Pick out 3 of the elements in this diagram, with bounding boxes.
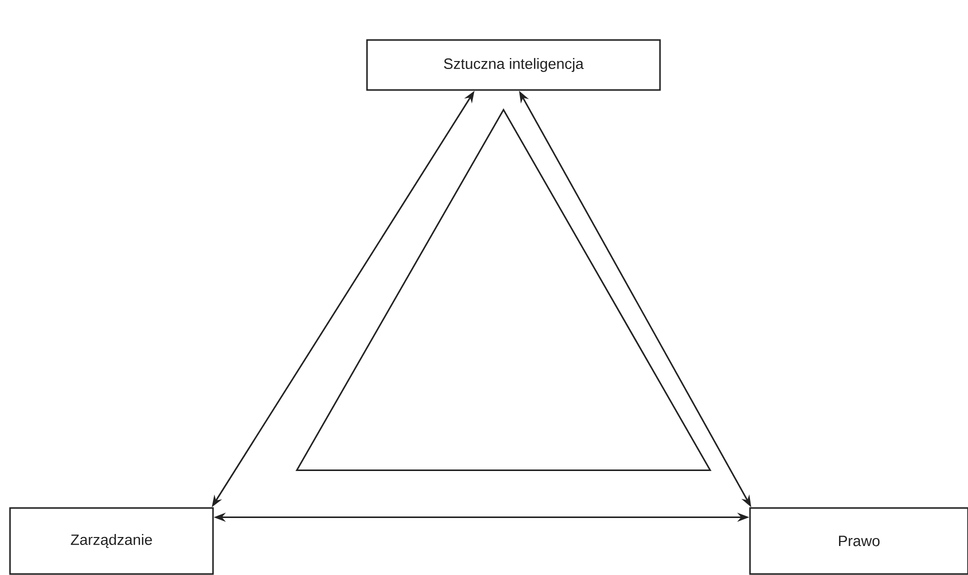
text-box: Zarządzanie — [9, 507, 214, 575]
text-box: Prawo — [749, 507, 968, 575]
text-box: Sztuczna inteligencja — [366, 39, 661, 91]
